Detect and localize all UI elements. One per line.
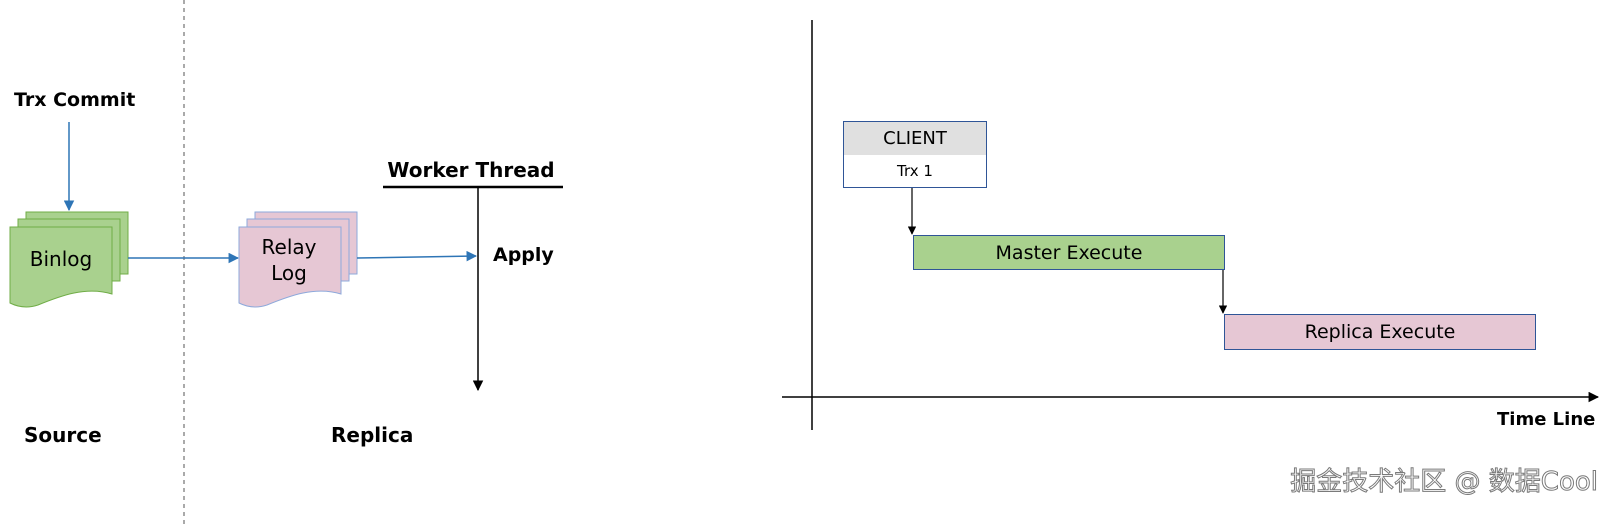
relay-log-label-line1: Relay: [261, 235, 317, 259]
source-label: Source: [24, 423, 102, 447]
replica-label: Replica: [331, 423, 414, 447]
trx-1-cell: Trx 1: [843, 155, 987, 188]
trx-commit-label: Trx Commit: [14, 89, 136, 111]
relay-to-apply-arrow: [356, 250, 478, 262]
replica-execute-bar: Replica Execute: [1224, 314, 1536, 350]
worker-thread-label: Worker Thread: [387, 158, 555, 182]
time-line-label: Time Line: [1497, 409, 1596, 430]
relay-log-document-stack: [238, 211, 358, 308]
master-execute-bar: Master Execute: [913, 235, 1225, 270]
apply-label: Apply: [493, 244, 554, 266]
relay-log-label-line2: Log: [271, 261, 307, 285]
binlog-label: Binlog: [29, 247, 93, 271]
watermark: 掘金技术社区 @ 数据Cool: [1290, 467, 1599, 498]
binlog-document-stack: [9, 211, 129, 308]
client-header: CLIENT: [843, 121, 987, 156]
